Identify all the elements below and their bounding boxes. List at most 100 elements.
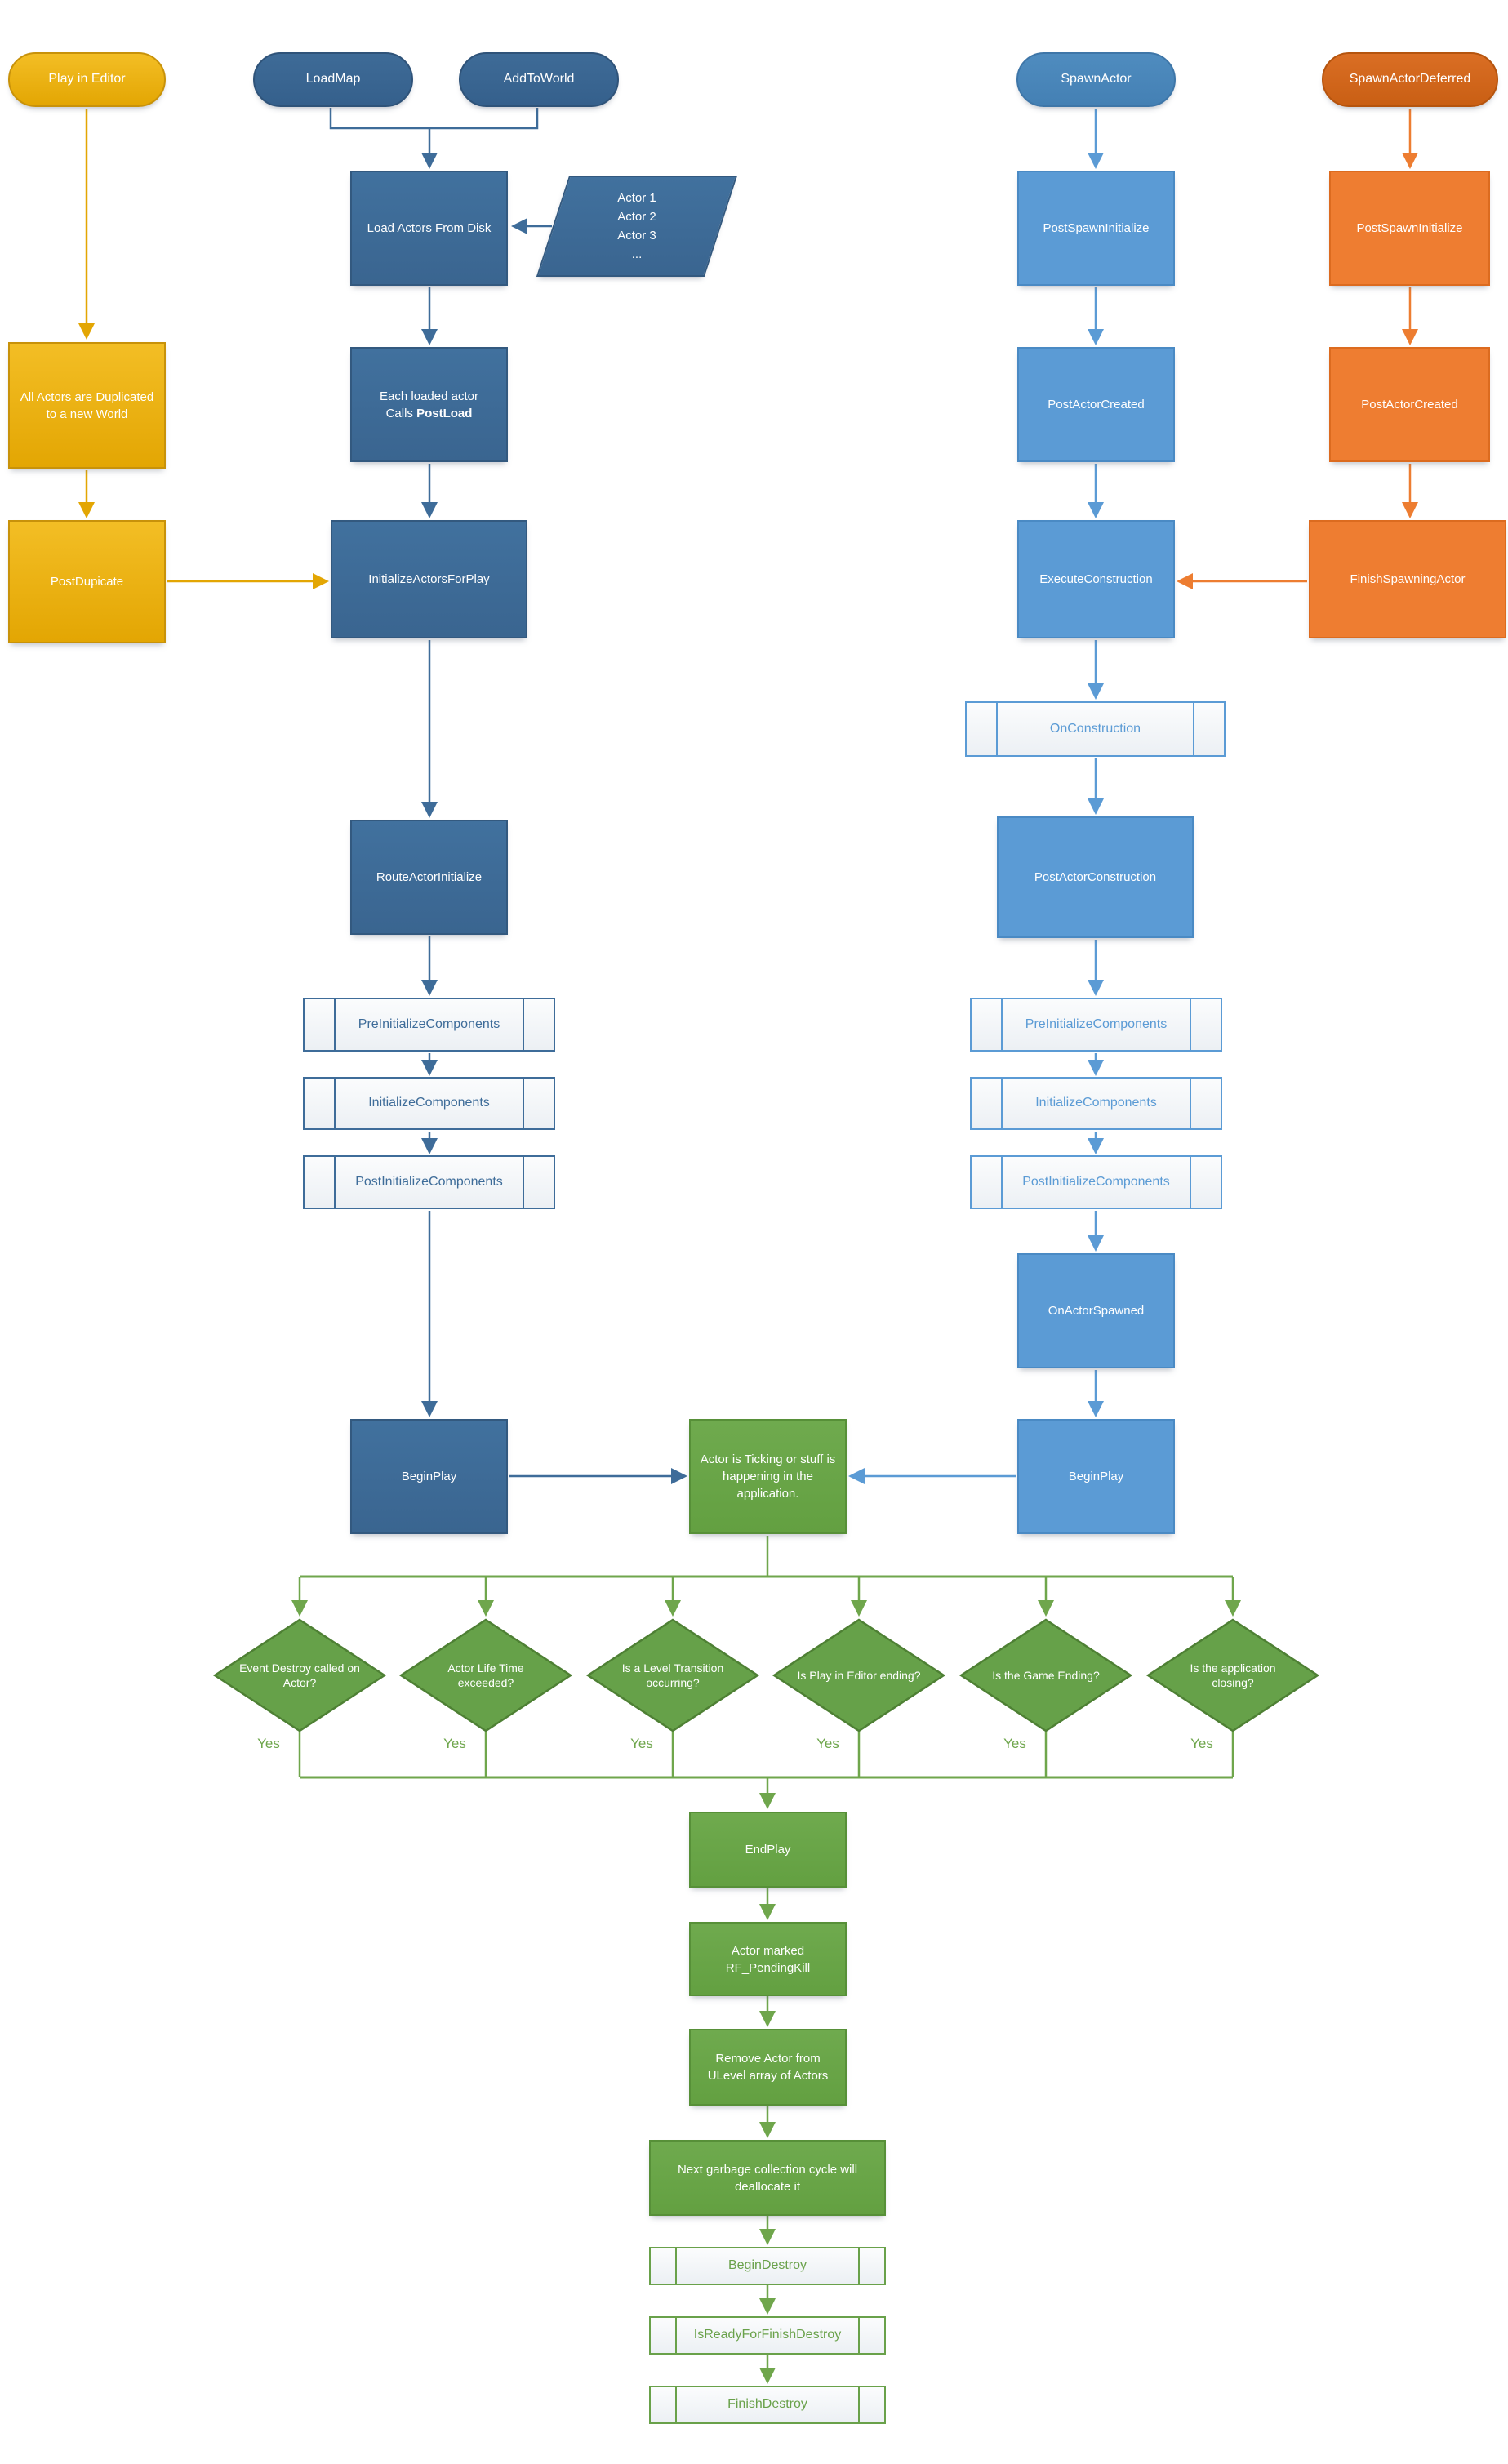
- actor-list-line: Actor 2: [617, 209, 656, 224]
- process-all-actors-duplicated: All Actors are Duplicated to a new World: [8, 342, 166, 469]
- node-label: PreInitializeComponents: [358, 1016, 500, 1031]
- pp-bar: [1190, 1079, 1191, 1128]
- pp-bar: [523, 1157, 524, 1208]
- process-begin-play-right: BeginPlay: [1017, 1419, 1175, 1534]
- decision-pie-ending: Is Play in Editor ending?: [772, 1618, 945, 1732]
- pp-bar: [858, 2248, 860, 2284]
- branch-label-yes: Yes: [443, 1736, 466, 1751]
- node-label: FinishSpawningActor: [1350, 572, 1466, 586]
- decision-label: Is the Game Ending?: [992, 1668, 1100, 1682]
- postload-line2: Calls: [385, 406, 413, 420]
- node-label: PostActorCreated: [1048, 398, 1145, 411]
- subroutine-pre-initialize-components-right: PreInitializeComponents: [970, 998, 1222, 1052]
- node-label: BeginDestroy: [727, 2258, 807, 2273]
- node-label: InitializeComponents: [1035, 1096, 1157, 1110]
- diamond-shape: [213, 1618, 386, 1732]
- terminator-load-map: LoadMap: [253, 52, 413, 107]
- process-begin-play-left: BeginPlay: [350, 1419, 508, 1534]
- node-label: AddToWorld: [503, 72, 575, 87]
- branch-label-yes: Yes: [1190, 1736, 1213, 1751]
- node-label: BeginPlay: [1068, 1470, 1124, 1483]
- branch-label-yes: Yes: [630, 1736, 653, 1751]
- process-initialize-actors-for-play: InitializeActorsForPlay: [331, 520, 527, 638]
- decision-label: Is a Level Transition occurring?: [621, 1661, 724, 1689]
- node-label: InitializeActorsForPlay: [368, 572, 490, 586]
- branch-label-yes: Yes: [816, 1736, 839, 1751]
- pp-bar: [1193, 703, 1194, 755]
- node-label: PostDupicate: [50, 575, 124, 589]
- subroutine-begin-destroy: BeginDestroy: [649, 2247, 886, 2285]
- node-label: Remove Actor from ULevel array of Actors: [707, 2052, 829, 2083]
- diamond-shape: [772, 1618, 945, 1732]
- diamond-shape: [959, 1618, 1132, 1732]
- process-remove-actor-from-ulevel: Remove Actor from ULevel array of Actors: [689, 2029, 847, 2106]
- node-label: Actor 1 Actor 2 Actor 3 ...: [535, 176, 739, 277]
- actor-list-line: Actor 1: [617, 190, 656, 205]
- node-label: PostInitializeComponents: [1022, 1174, 1170, 1189]
- decision-event-destroy: Event Destroy called on Actor?: [213, 1618, 386, 1732]
- pp-bar: [1190, 999, 1191, 1050]
- pp-bar: [523, 999, 524, 1050]
- node-label: ExecuteConstruction: [1039, 572, 1153, 586]
- pp-bar: [523, 1079, 524, 1128]
- process-post-spawn-initialize-blue: PostSpawnInitialize: [1017, 171, 1175, 286]
- diamond-shape: [586, 1618, 759, 1732]
- process-post-dupicate: PostDupicate: [8, 520, 166, 643]
- node-label: IsReadyForFinishDestroy: [693, 2328, 842, 2342]
- pp-bar: [996, 703, 998, 755]
- node-label: Actor is Ticking or stuff is happening i…: [700, 1452, 836, 1501]
- pp-bar: [675, 2318, 677, 2353]
- process-load-actors-from-disk: Load Actors From Disk: [350, 171, 508, 286]
- pp-bar: [675, 2248, 677, 2284]
- node-label: PostActorCreated: [1361, 398, 1458, 411]
- pp-bar: [858, 2387, 860, 2422]
- terminator-add-to-world: AddToWorld: [459, 52, 619, 107]
- node-label: RouteActorInitialize: [376, 870, 483, 884]
- diamond-shape: [399, 1618, 572, 1732]
- node-label: All Actors are Duplicated to a new World: [20, 389, 154, 421]
- process-on-actor-spawned: OnActorSpawned: [1017, 1253, 1175, 1368]
- postload-bold: PostLoad: [416, 406, 473, 420]
- process-route-actor-initialize: RouteActorInitialize: [350, 820, 508, 935]
- diamond-shape: [1146, 1618, 1319, 1732]
- node-label: OnActorSpawned: [1048, 1304, 1145, 1318]
- node-label: SpawnActor: [1061, 72, 1132, 87]
- node-label: SpawnActorDeferred: [1349, 72, 1471, 87]
- node-label: Each loaded actor Calls PostLoad: [380, 388, 478, 422]
- node-label: EndPlay: [745, 1843, 791, 1857]
- node-label: Load Actors From Disk: [367, 221, 492, 235]
- process-next-garbage-collection: Next garbage collection cycle will deall…: [649, 2140, 886, 2216]
- node-label: BeginPlay: [401, 1470, 457, 1483]
- data-actor-list: Actor 1 Actor 2 Actor 3 ...: [535, 176, 739, 277]
- subroutine-initialize-components-left: InitializeComponents: [303, 1077, 555, 1130]
- process-actor-marked-pending-kill: Actor marked RF_PendingKill: [689, 1922, 847, 1996]
- process-each-loaded-actor-postload: Each loaded actor Calls PostLoad: [350, 347, 508, 462]
- branch-label-yes: Yes: [257, 1736, 280, 1751]
- pp-bar: [1001, 999, 1003, 1050]
- node-label: Actor marked RF_PendingKill: [725, 1943, 811, 1975]
- node-label: Play in Editor: [48, 72, 126, 87]
- subroutine-finish-destroy: FinishDestroy: [649, 2386, 886, 2424]
- pp-bar: [1190, 1157, 1191, 1208]
- decision-game-ending: Is the Game Ending?: [959, 1618, 1132, 1732]
- pp-bar: [334, 1157, 336, 1208]
- pp-bar: [675, 2387, 677, 2422]
- pp-bar: [1001, 1157, 1003, 1208]
- node-label: PostInitializeComponents: [355, 1174, 503, 1189]
- node-label: FinishDestroy: [727, 2397, 807, 2412]
- node-label: PreInitializeComponents: [1025, 1016, 1168, 1031]
- node-label: PostSpawnInitialize: [1043, 221, 1150, 235]
- process-actor-ticking: Actor is Ticking or stuff is happening i…: [689, 1419, 847, 1534]
- terminator-play-in-editor: Play in Editor: [8, 52, 166, 107]
- subroutine-post-initialize-components-right: PostInitializeComponents: [970, 1155, 1222, 1209]
- decision-actor-life-time: Actor Life Time exceeded?: [399, 1618, 572, 1732]
- terminator-spawn-actor-deferred: SpawnActorDeferred: [1322, 52, 1498, 107]
- actor-list-line: Actor 3: [617, 229, 656, 242]
- decision-label: Is the application closing?: [1190, 1661, 1276, 1689]
- process-post-actor-created-blue: PostActorCreated: [1017, 347, 1175, 462]
- actor-list-ellipsis: ...: [631, 247, 643, 262]
- branch-label-yes: Yes: [1003, 1736, 1026, 1751]
- terminator-spawn-actor: SpawnActor: [1016, 52, 1176, 107]
- process-finish-spawning-actor: FinishSpawningActor: [1309, 520, 1506, 638]
